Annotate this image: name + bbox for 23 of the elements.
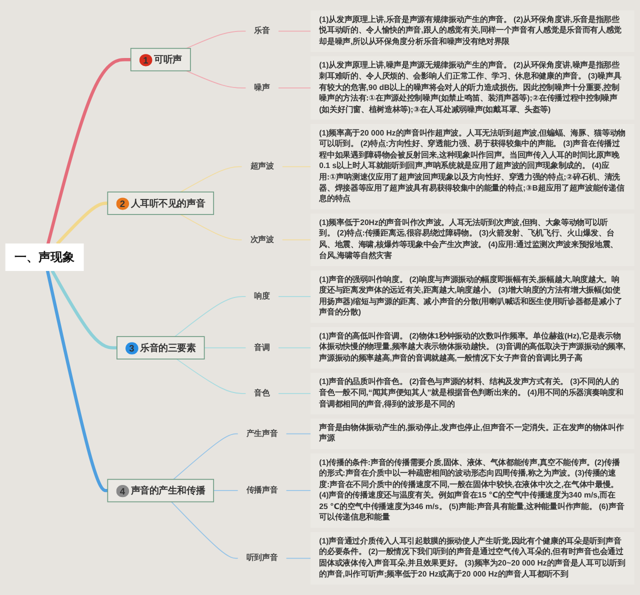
connector [174, 296, 246, 338]
connector [56, 202, 108, 245]
connector [286, 558, 311, 559]
connector [176, 358, 246, 394]
connector [278, 347, 311, 348]
connector [278, 296, 311, 297]
connector [213, 490, 238, 491]
connector [286, 433, 311, 434]
connector [204, 347, 246, 348]
connector [282, 239, 311, 240]
connector [180, 166, 242, 192]
connector [278, 30, 311, 32]
connector [173, 433, 238, 480]
connector [186, 30, 246, 49]
connector [278, 393, 311, 394]
connector [286, 490, 311, 491]
connector [282, 166, 311, 168]
connector [46, 270, 108, 492]
connector [186, 70, 246, 88]
node-box: 一、声现象 [5, 244, 84, 271]
connector [180, 214, 242, 240]
connector [50, 270, 117, 350]
connector [171, 501, 238, 559]
